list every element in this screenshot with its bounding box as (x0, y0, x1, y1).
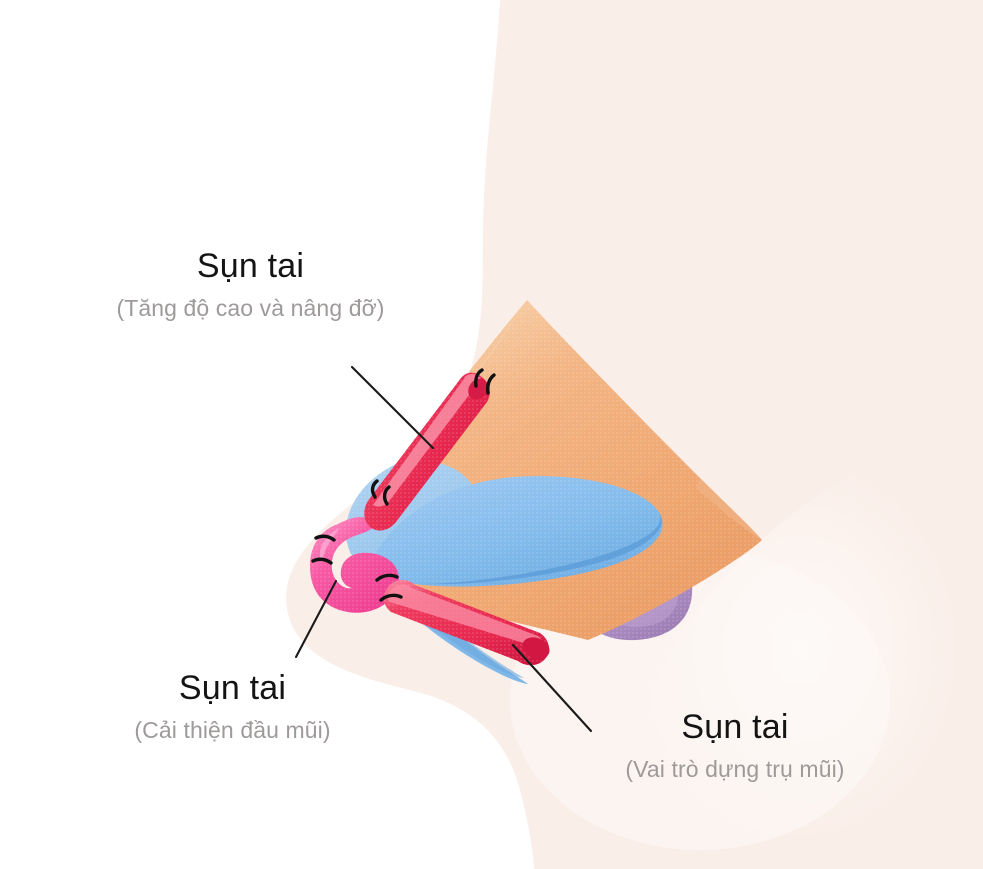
leader-line-2 (294, 579, 338, 659)
label-ear-cartilage-dorsum: Sụn tai (Tăng độ cao và nâng đỡ) (98, 246, 403, 323)
label-ear-cartilage-tip: Sụn tai (Cải thiện đầu mũi) (110, 668, 355, 745)
label-ear-cartilage-columella: Sụn tai (Vai trò dựng trụ mũi) (600, 707, 870, 784)
label-subtitle: (Cải thiện đầu mũi) (134, 717, 331, 744)
label-title: Sụn tai (681, 708, 789, 746)
leader-lines (294, 365, 593, 733)
label-subtitle: (Vai trò dựng trụ mũi) (625, 756, 845, 783)
label-title: Sụn tai (196, 247, 305, 285)
ear-cartilage-graft-upper (364, 372, 490, 531)
leader-line-3 (511, 643, 593, 733)
ear-cartilage-graft-lower (383, 579, 550, 666)
label-title: Sụn tai (178, 669, 287, 707)
leader-line-1 (350, 365, 435, 450)
suture-marks (311, 368, 496, 602)
label-subtitle: (Tăng độ cao và nâng đỡ) (116, 295, 385, 322)
